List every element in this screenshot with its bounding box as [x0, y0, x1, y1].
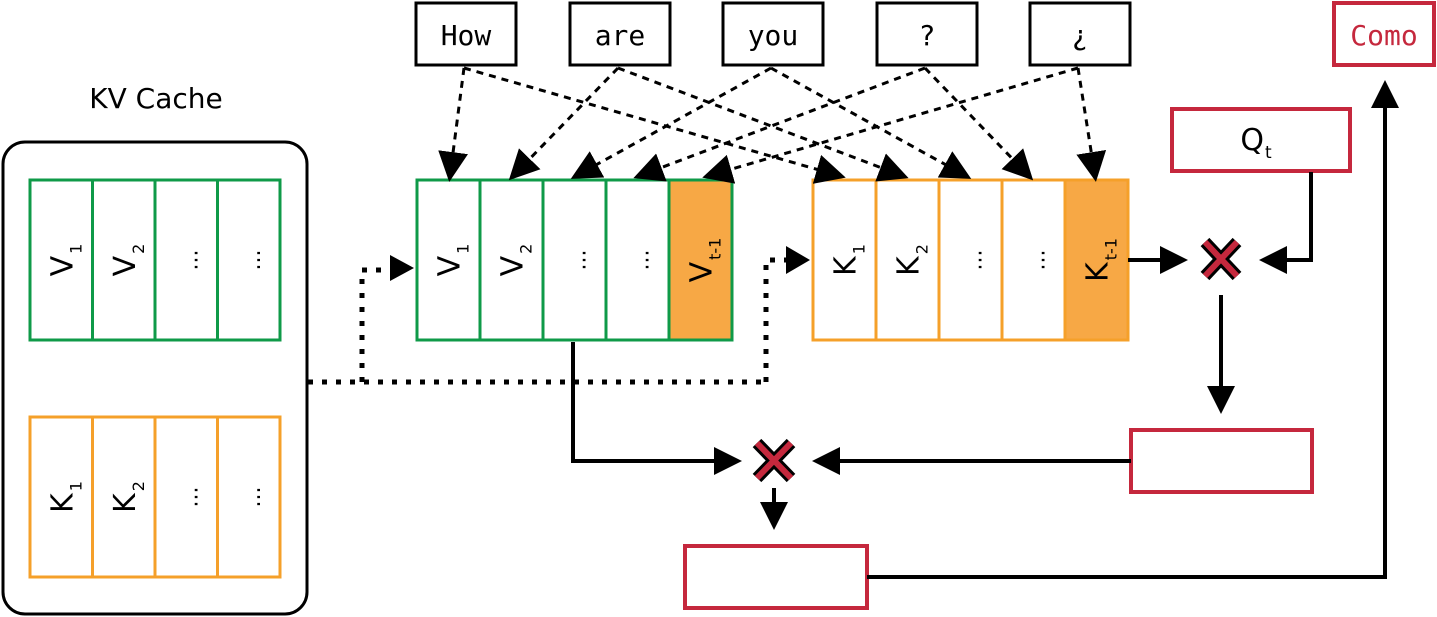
cache-feed-line [308, 257, 790, 385]
flow-arrows [571, 80, 1399, 579]
multiply-icon-bottom [752, 438, 796, 483]
cache-feed-arrow-v [390, 255, 414, 281]
kv-cache-title: KV Cache [89, 82, 223, 115]
cache-k-row: K1 K2...... [28, 415, 282, 579]
cache-k-cell [91, 415, 157, 579]
query-label: Qt [1240, 123, 1272, 163]
token-to-value-arrow [702, 66, 1079, 184]
token-box [414, 1, 518, 67]
value-label: ... [567, 250, 592, 271]
cache-v-label: ... [178, 250, 203, 271]
value-cell [541, 178, 608, 342]
query-box [1170, 107, 1352, 173]
key-label: ... [963, 250, 988, 271]
cache-k-label: ... [241, 487, 266, 508]
cache-v-row: V1 V2...... [28, 178, 282, 342]
key-label: ... [1026, 250, 1051, 271]
token-to-key-arrow [923, 66, 1034, 181]
value-label: V1 [433, 244, 473, 277]
token-to-key-arrow [1076, 67, 1107, 182]
cache-v-cell [153, 178, 219, 342]
output-token-label: Como [1350, 19, 1417, 52]
key-label: Kt-1 [1081, 238, 1121, 282]
token-box [1028, 1, 1132, 67]
key-row: K1 K2...... Kt-1 [811, 178, 1130, 342]
token-label: ? [919, 19, 936, 52]
token-to-cell-arrows [438, 66, 1107, 184]
value-cell [478, 178, 545, 342]
cache-k-cell [216, 415, 282, 579]
value-cell [604, 178, 671, 342]
token-to-key-arrow [617, 66, 909, 182]
cache-v-label: ... [241, 250, 266, 271]
value-row: V1 V2...... Vt-1 [415, 178, 734, 342]
token-label: you [748, 19, 799, 52]
token-label: How [441, 19, 492, 52]
value-label: ... [630, 250, 655, 271]
cache-k-label: ... [178, 487, 203, 508]
token-to-value-arrow [570, 66, 772, 179]
attention-scores-box [1129, 428, 1314, 494]
key-cell [1000, 178, 1067, 342]
output-token-box [1332, 1, 1436, 67]
key-cell [1063, 178, 1130, 342]
value-cell [415, 178, 482, 342]
value-cell [667, 178, 734, 342]
cache-k-label: K2 [108, 481, 148, 513]
token-box [875, 1, 979, 67]
token-to-value-arrow [508, 66, 620, 181]
cache-v-cell [28, 178, 94, 342]
value-label: V2 [496, 244, 536, 277]
value-label: Vt-1 [685, 238, 725, 283]
token-to-value-arrow [438, 67, 468, 182]
cache-k-label: K1 [45, 481, 85, 513]
key-label: K2 [892, 244, 932, 276]
cache-v-label: V1 [45, 244, 85, 277]
cache-feed-arrow-k [786, 246, 810, 274]
input-tokens: How are you? ¿ [414, 1, 1132, 67]
attention-output-box [683, 544, 869, 610]
token-to-key-arrow [463, 66, 846, 184]
cache-v-cell [216, 178, 282, 342]
multiply-icon-top [1200, 237, 1242, 281]
token-label: are [595, 19, 646, 52]
cache-k-cell [153, 415, 219, 579]
token-box [721, 1, 825, 67]
token-box [568, 1, 672, 67]
token-to-key-arrow [770, 66, 972, 179]
token-label: ¿ [1072, 19, 1089, 52]
key-label: K1 [829, 244, 869, 276]
cache-v-label: V2 [108, 244, 148, 277]
cache-k-cell [28, 415, 94, 579]
key-cell [874, 178, 941, 342]
